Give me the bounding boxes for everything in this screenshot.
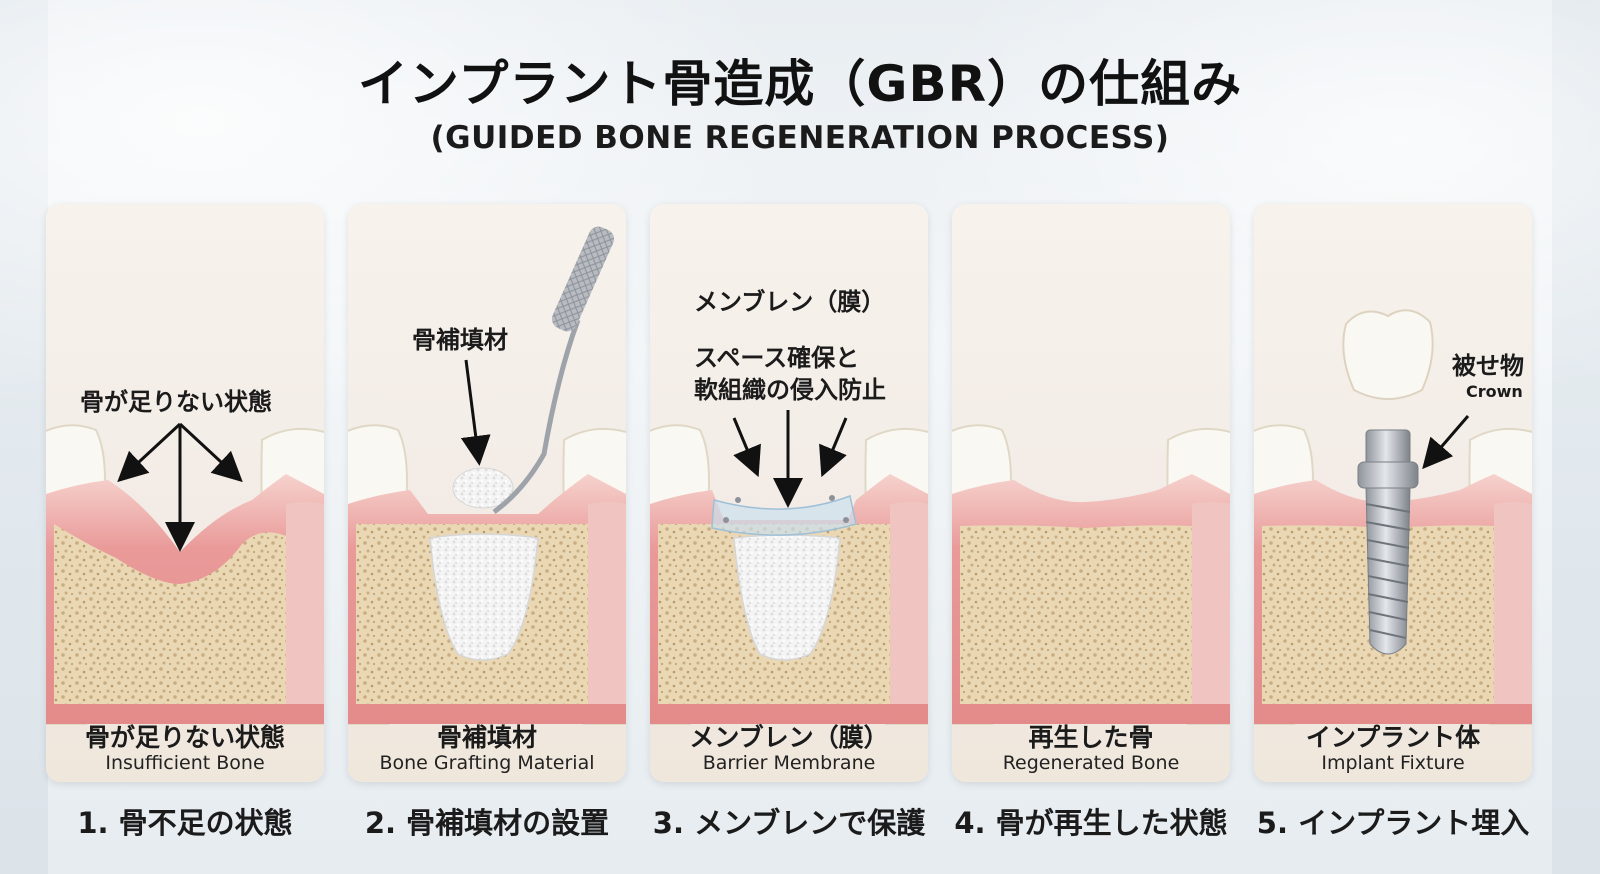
- panel-label-jp: 再生した骨: [1028, 723, 1154, 752]
- annotation-membrane: メンブレン（膜）: [694, 288, 886, 316]
- panel-regenerated-bone: 再生した骨 Regenerated Bone: [952, 204, 1230, 782]
- step-caption-1: 1. 骨不足の状態: [77, 806, 293, 840]
- barrier-membrane-illustration: [650, 424, 928, 725]
- panel-barrier-membrane: メンブレン（膜） スペース確保と 軟組織の侵入防止 メンブレン（膜） Barri…: [650, 204, 928, 782]
- panel-label-en: Implant Fixture: [1321, 752, 1465, 774]
- step-caption-5: 5. インプラント埋入: [1256, 806, 1530, 840]
- annotation-crown: 被せ物: [1452, 352, 1524, 380]
- panel-implant-fixture: 被せ物 Crown インプラント体 Implant Fixture: [1254, 204, 1532, 782]
- annotation-crown-en: Crown: [1466, 382, 1523, 401]
- insufficient-bone-illustration: [46, 424, 324, 725]
- panel-label-jp: メンブレン（膜）: [689, 723, 889, 752]
- annotation-insufficient-bone: 骨が足りない状態: [80, 388, 272, 416]
- page-subtitle: (GUIDED BONE REGENERATION PROCESS): [430, 120, 1170, 156]
- panel-label-en: Barrier Membrane: [702, 752, 876, 774]
- step-caption-3: 3. メンブレンで保護: [652, 806, 926, 840]
- membrane-note-line1: スペース確保と: [694, 344, 860, 372]
- panel-label-en: Insufficient Bone: [105, 752, 265, 774]
- panel-label-en: Regenerated Bone: [1002, 752, 1180, 774]
- bone-grafting-illustration: [348, 226, 626, 725]
- membrane-note-line2: 軟組織の侵入防止: [694, 376, 886, 404]
- panel-label-jp: 骨が足りない状態: [84, 723, 285, 752]
- crown-arrow: [1422, 415, 1470, 470]
- regenerated-bone-illustration: [952, 424, 1230, 725]
- insufficient-bone-arrows: [117, 422, 243, 552]
- panel-label-en: Bone Grafting Material: [379, 752, 595, 774]
- page-title: インプラント骨造成（GBR）の仕組み: [357, 55, 1243, 113]
- implant-fixture-illustration: [1254, 309, 1532, 725]
- panel-label-jp: インプラント体: [1305, 723, 1481, 752]
- bone-graft-arrow: [460, 359, 491, 466]
- panel-label-jp: 骨補填材: [436, 723, 537, 752]
- membrane-arrows: [732, 410, 848, 508]
- step-caption-4: 4. 骨が再生した状態: [954, 806, 1228, 840]
- step-caption-2: 2. 骨補填材の設置: [364, 806, 610, 840]
- annotation-bone-graft: 骨補填材: [412, 326, 508, 354]
- panel-insufficient-bone: 骨が足りない状態 骨が足りない状態 Insufficient Bone: [46, 204, 324, 782]
- panel-bone-grafting: 骨補填材 骨補填材 Bone Grafting Material: [348, 204, 626, 782]
